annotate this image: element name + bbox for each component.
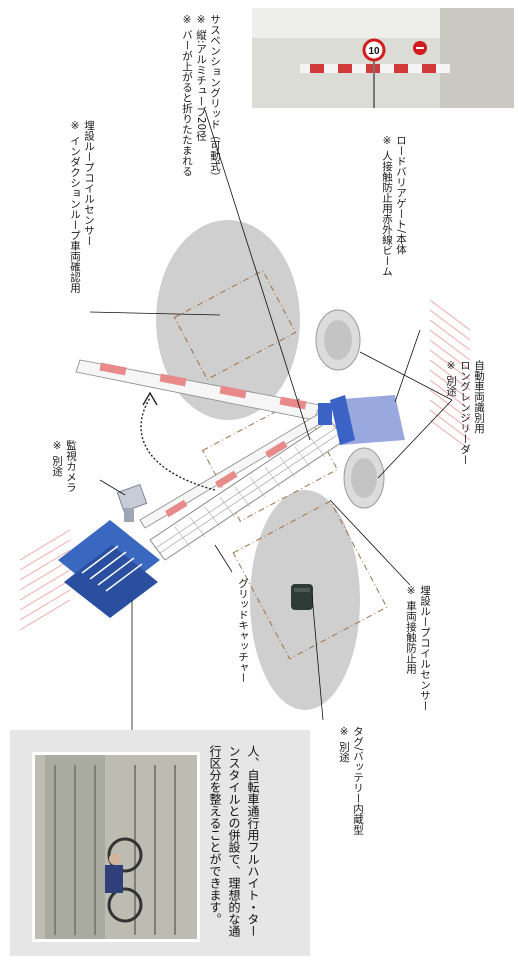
label-grid-catcher: グリッドキャッチャー	[237, 578, 249, 683]
loop-area-shadow	[156, 220, 300, 420]
label-suspension-grid: サスペンショングリッド（可動式）※ 縦:アルミチューブ20径※ バーが上がると折…	[181, 14, 221, 182]
gate-arm	[75, 359, 321, 421]
label-long-range-reader: 自動車両識別用ロングレンジリーダー※ 別途	[445, 360, 485, 465]
speed-sign-value: 10	[368, 46, 380, 57]
barrier-photo: 10	[252, 8, 514, 108]
raise-arrow-icon	[140, 397, 216, 491]
label-loop-contact: 埋設ループコイルセンサー※ 車両接触防止用	[405, 585, 431, 711]
speed-sign-icon	[362, 38, 386, 62]
turnstile-note-text: 人、自転車通行用フルハイト・ターンスタイルとの併設で、理想的な通行区分を整えるこ…	[208, 745, 260, 937]
ground-stripes	[19, 299, 471, 631]
long-range-reader-lower	[343, 447, 385, 509]
label-barrier-gate: ロードバリアゲート/本体※ 人接触防止用赤外線ビーム	[381, 135, 407, 277]
long-range-reader-upper	[315, 309, 361, 371]
turnstile-photo	[32, 752, 200, 942]
grid-catcher	[58, 520, 160, 618]
barrier-body	[318, 395, 405, 445]
leader-lines	[89, 109, 453, 740]
suspension-grid	[139, 409, 346, 561]
label-battery-tag: タグ/バッテリー内蔵型※ 別途	[338, 726, 364, 835]
label-camera: 監視カメラ※ 別途	[51, 440, 77, 493]
surveillance-camera-icon	[116, 483, 148, 522]
label-loop-confirm: 埋設ループコイルセンサー※ インダクションループ車両確認用	[69, 120, 95, 293]
battery-tag-icon	[291, 584, 313, 610]
